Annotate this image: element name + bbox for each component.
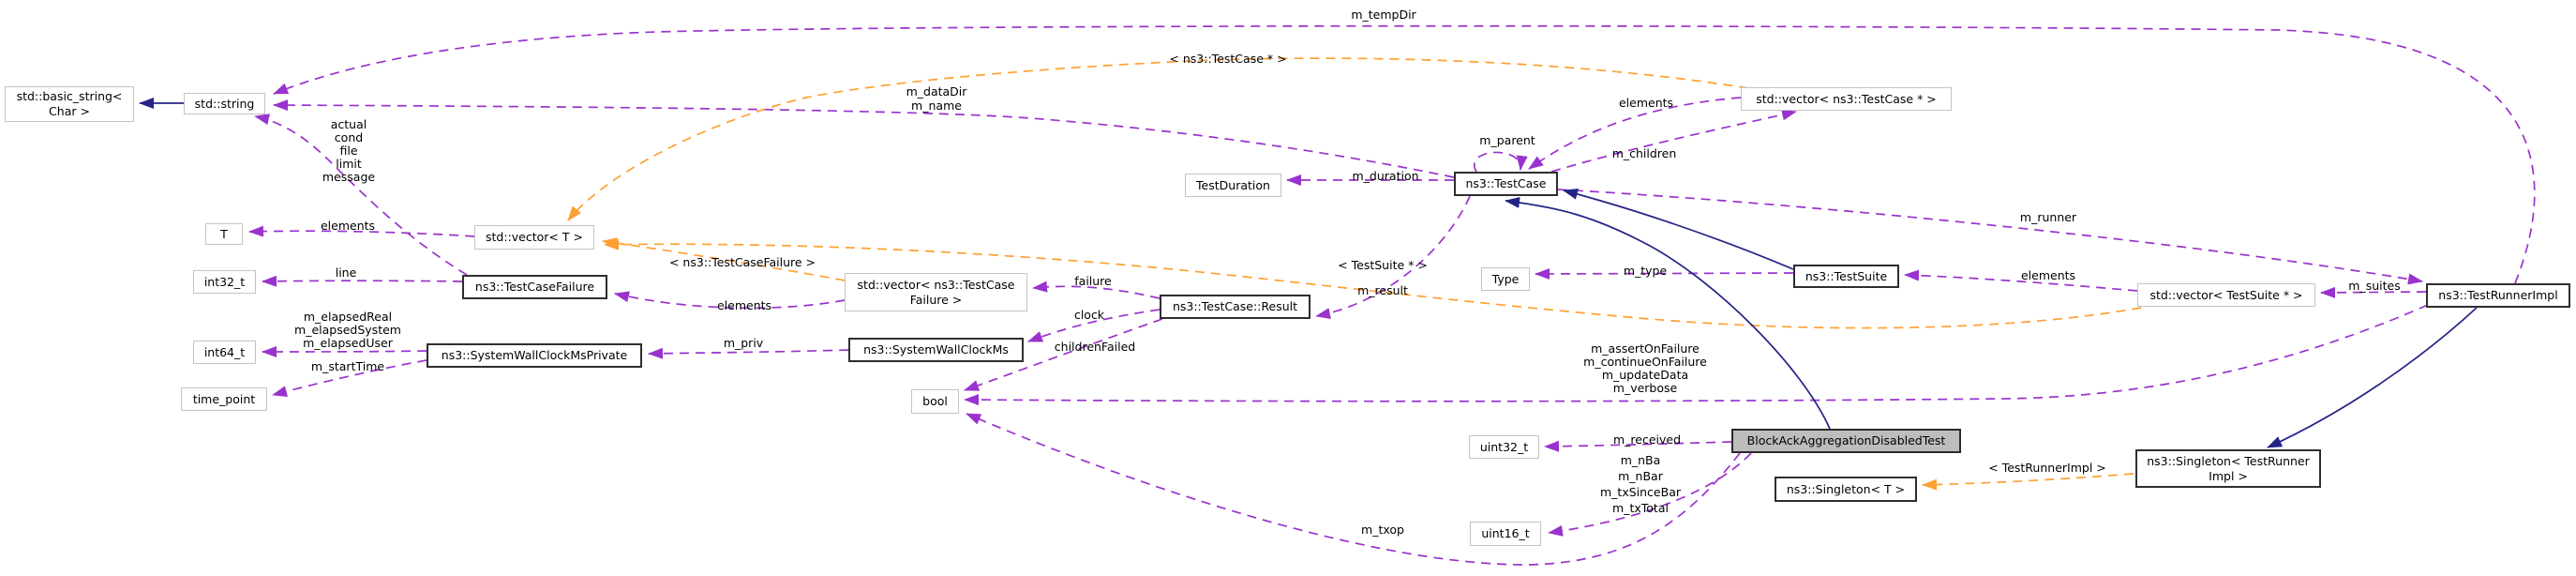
label-tpl-testrunnerimpl: < TestRunnerImpl > — [1988, 461, 2106, 475]
node-std-vector-testcasefailure: std::vector< ns3::TestCase Failure > — [845, 273, 1027, 311]
edge-m-tempdir — [273, 24, 2536, 284]
label-m-tempdir: m_tempDir — [1351, 8, 1416, 22]
node-type: Type — [1481, 267, 1530, 291]
node-ns3-testrunnerimpl[interactable]: ns3::TestRunnerImpl — [2426, 283, 2570, 308]
node-ns3-testcase[interactable]: ns3::TestCase — [1454, 172, 1558, 196]
edge-m-txop — [966, 413, 1741, 566]
node-ns3-singleton-t[interactable]: ns3::Singleton< T > — [1775, 477, 1917, 502]
edge-m-starttime — [272, 359, 427, 397]
label-runner-flags: m_assertOnFailure m_continueOnFailure m_… — [1583, 341, 1707, 395]
edge-m-received — [1544, 440, 1732, 452]
label-tpl-testcasefailure: < ns3::TestCaseFailure > — [668, 255, 816, 269]
edge-tpl-testcasefailure — [602, 237, 846, 281]
edge-failure — [1032, 280, 1161, 299]
edge-m-datadir-m-name — [273, 99, 1455, 178]
label-counters: m_nBa m_nBar m_txSinceBar m_txTotal — [1600, 453, 1681, 515]
edge-tpl-testsuite-ptr — [604, 238, 2142, 329]
edge-elements-tc — [1528, 97, 1742, 170]
node-ns3-systemwallclockms[interactable]: ns3::SystemWallClockMs — [848, 338, 1024, 362]
node-int32-t: int32_t — [193, 270, 256, 294]
edge-m-elapsed — [262, 345, 427, 357]
label-tpl-testcase-ptr: < ns3::TestCase * > — [1169, 52, 1287, 66]
node-bool: bool — [911, 389, 959, 414]
edge-tpl-testcase-ptr — [567, 57, 1749, 221]
label-m-result: m_result — [1357, 283, 1408, 297]
node-time-point: time_point — [181, 387, 267, 411]
label-elements-tcf: elements — [716, 298, 772, 312]
edge-m-type — [1535, 267, 1794, 280]
label-m-elapsed: m_elapsedReal m_elapsedSystem m_elapsedU… — [294, 310, 401, 350]
edge-inherit-testsuite — [1563, 189, 1794, 270]
label-m-starttime: m_startTime — [310, 359, 385, 373]
label-m-runner: m_runner — [2019, 210, 2077, 224]
edge-m-runner — [1557, 189, 2423, 285]
node-std-string: std::string — [184, 93, 265, 114]
node-ns3-testsuite[interactable]: ns3::TestSuite — [1793, 265, 1899, 288]
label-m-datadir-m-name: m_dataDir m_name — [906, 84, 967, 113]
node-uint32-t: uint32_t — [1469, 435, 1539, 459]
label-failure-fields: actual cond file limit message — [322, 117, 376, 184]
edge-line — [262, 275, 463, 287]
edge-elements-tcf — [614, 291, 846, 310]
node-ns3-singleton-testrunnerimpl[interactable]: ns3::Singleton< TestRunner Impl > — [2135, 449, 2321, 488]
node-std-vector-testcase-ptr: std::vector< ns3::TestCase * > — [1741, 87, 1952, 111]
label-m-duration: m_duration — [1352, 169, 1419, 183]
edge-inherit-blockack — [1505, 196, 1831, 430]
node-std-basic-string: std::basic_string< Char > — [5, 86, 134, 122]
edge-m-result — [1315, 195, 1471, 319]
node-int64-t: int64_t — [193, 341, 256, 364]
edge-m-priv — [648, 347, 849, 359]
label-elements-t: elements — [320, 219, 376, 233]
node-ns3-testcasefailure[interactable]: ns3::TestCaseFailure — [462, 275, 607, 299]
node-std-vector-testsuite-ptr: std::vector< TestSuite * > — [2137, 283, 2315, 307]
label-m-priv: m_priv — [723, 336, 764, 350]
edge-elements-ts — [1904, 269, 2138, 292]
edge-tpl-testrunnerimpl — [1922, 473, 2134, 491]
label-childrenfailed: childrenFailed — [1054, 340, 1136, 354]
node-ns3-systemwallclockmsprivate[interactable]: ns3::SystemWallClockMsPrivate — [427, 343, 642, 368]
label-m-received: m_received — [1612, 432, 1682, 447]
label-tpl-testsuite-ptr: < TestSuite * > — [1338, 258, 1428, 272]
label-m-children: m_children — [1611, 146, 1677, 160]
label-line: line — [335, 265, 357, 280]
label-m-parent: m_parent — [1479, 133, 1535, 147]
edge-runner-flags — [964, 304, 2429, 406]
node-blockackaggregationdisabledtest: BlockAckAggregationDisabledTest — [1731, 429, 1961, 453]
label-m-type: m_type — [1623, 264, 1668, 278]
edge-m-suites — [2320, 286, 2427, 298]
label-elements-tc: elements — [1618, 96, 1674, 110]
label-m-txop: m_txop — [1361, 523, 1404, 537]
node-t: T — [205, 223, 243, 245]
edge-m-children — [1550, 109, 1797, 173]
edge-counters — [1548, 452, 1752, 537]
label-clock: clock — [1073, 308, 1105, 322]
edge-elements-t — [248, 225, 475, 237]
edge-inherit-singleton — [2267, 307, 2478, 448]
node-std-vector-t: std::vector< T > — [474, 225, 594, 250]
label-m-suites: m_suites — [2348, 279, 2401, 293]
edge-m-parent — [1473, 151, 1528, 173]
edge-clock — [1027, 309, 1161, 342]
label-elements-ts: elements — [2020, 268, 2076, 282]
node-uint16-t: uint16_t — [1470, 522, 1541, 546]
node-testduration: TestDuration — [1185, 174, 1281, 197]
label-failure: failure — [1074, 274, 1112, 288]
edge-childrenfailed — [964, 318, 1163, 391]
edge-failure-fields — [254, 114, 468, 276]
node-ns3-testcase-result[interactable]: ns3::TestCase::Result — [1160, 295, 1310, 319]
